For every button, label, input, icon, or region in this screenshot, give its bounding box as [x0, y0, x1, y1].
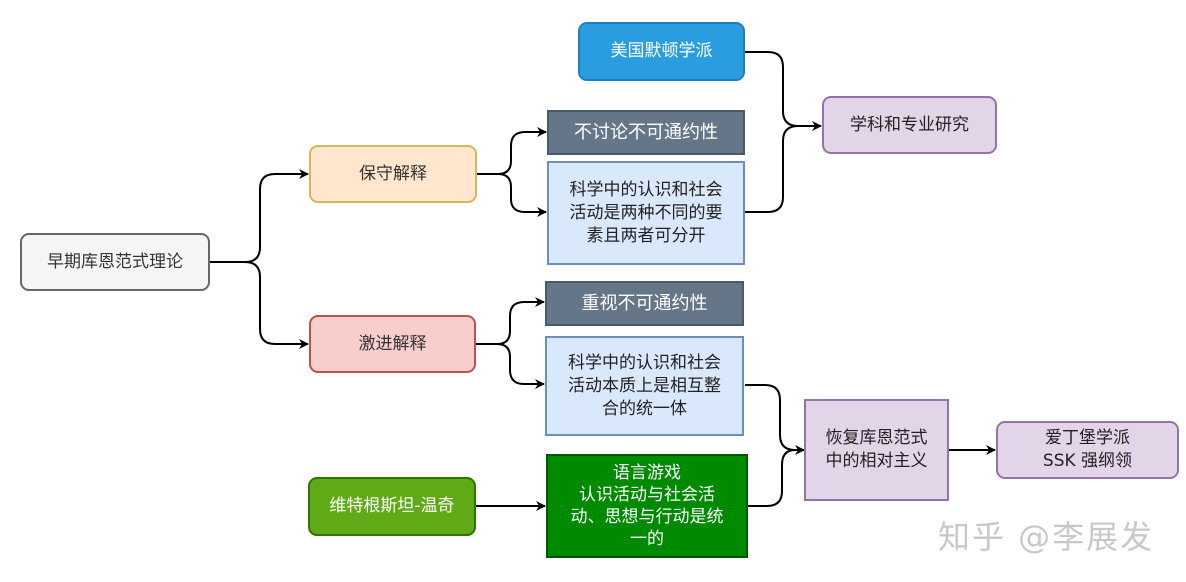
- edge-conservative-separate: [477, 173, 547, 217]
- node-conservative-interpretation[interactable]: 保守解释: [309, 145, 477, 203]
- edge-conservative-no-incommensurability: [477, 127, 547, 175]
- edge-root-conservative: [209, 169, 309, 263]
- edge-radical-integrated: [476, 343, 545, 389]
- node-integrated-unity[interactable]: 科学中的认识和社会 活动本质上是相互整 合的统一体: [545, 336, 744, 436]
- node-root[interactable]: 早期库恩范式理论: [20, 233, 210, 291]
- node-no-incommensurability[interactable]: 不讨论不可通约性: [547, 110, 745, 155]
- edge-integrated-relativism: [745, 384, 805, 455]
- node-value-incommensurability[interactable]: 重视不可通约性: [545, 281, 744, 326]
- node-language-game[interactable]: 语言游戏 认识活动与社会活 动、思想与行动是统 一的: [546, 454, 748, 558]
- edge-radical-value-incommensurability: [476, 297, 545, 345]
- watermark: 知乎 @李展发: [938, 518, 1155, 556]
- node-discipline-research[interactable]: 学科和专业研究: [822, 96, 997, 154]
- node-wittgenstein-winch[interactable]: 维特根斯坦-温奇: [308, 477, 476, 536]
- node-merton-school[interactable]: 美国默顿学派: [578, 22, 745, 81]
- node-restore-relativism[interactable]: 恢复库恩范式 中的相对主义: [804, 399, 949, 501]
- node-radical-interpretation[interactable]: 激进解释: [309, 315, 476, 373]
- edge-merton-discipline: [745, 51, 822, 131]
- edge-root-radical: [209, 261, 309, 349]
- edge-separate-discipline: [745, 125, 821, 213]
- node-separate-elements[interactable]: 科学中的认识和社会 活动是两种不同的要 素且两者可分开: [547, 161, 745, 265]
- node-edinburgh-ssk[interactable]: 爱丁堡学派 SSK 强纲领: [996, 421, 1179, 479]
- edge-language-game-relativism: [748, 449, 796, 507]
